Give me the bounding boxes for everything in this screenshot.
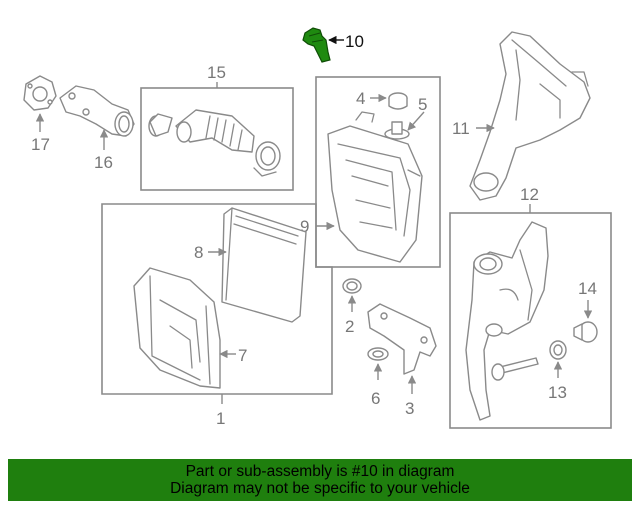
filter-part-8 <box>221 207 307 323</box>
banner-line-2: Diagram may not be specific to your vehi… <box>170 480 470 497</box>
callout-9: 9 <box>300 217 309 236</box>
callout-2: 2 <box>345 317 354 336</box>
callout-15: 15 <box>207 63 226 82</box>
clip-part-5 <box>384 121 410 140</box>
bolt <box>491 357 539 381</box>
callout-17: 17 <box>31 135 50 154</box>
callout-10: 10 <box>345 32 364 51</box>
callout-14: 14 <box>578 279 597 298</box>
grommet-part-13 <box>549 340 567 360</box>
intake-pipe-part-12 <box>465 221 549 421</box>
grommet-part-4 <box>388 92 408 110</box>
adapter-part-16 <box>59 85 135 137</box>
housing-part-9 <box>327 111 423 263</box>
banner-line-1: Part or sub-assembly is #10 in diagram <box>185 463 455 480</box>
callout-7: 7 <box>238 346 247 365</box>
callout-3: 3 <box>405 399 414 418</box>
callout-16: 16 <box>94 153 113 172</box>
gasket-part-17 <box>23 75 57 111</box>
sensor-part-10[interactable] <box>302 27 331 63</box>
callout-13: 13 <box>548 383 567 402</box>
callout-6: 6 <box>371 389 380 408</box>
callout-1: 1 <box>216 409 225 428</box>
callout-4: 4 <box>356 89 365 108</box>
plug-part-14 <box>573 321 598 343</box>
group-box-9 <box>315 76 441 268</box>
info-banner: Part or sub-assembly is #10 in diagram D… <box>8 459 632 501</box>
intake-hose-part-15 <box>148 109 281 177</box>
duct-part-11 <box>469 31 591 201</box>
callout-8: 8 <box>194 243 203 262</box>
grommet-part-6 <box>367 347 389 361</box>
seal-part-2 <box>342 278 362 294</box>
lower-housing-part-7 <box>133 267 221 389</box>
bracket-part-3 <box>367 303 437 375</box>
callout-12: 12 <box>520 185 539 204</box>
callout-5: 5 <box>418 95 427 114</box>
group-box-1 <box>101 203 333 395</box>
callout-11: 11 <box>452 119 470 138</box>
leader-5 <box>407 111 425 131</box>
